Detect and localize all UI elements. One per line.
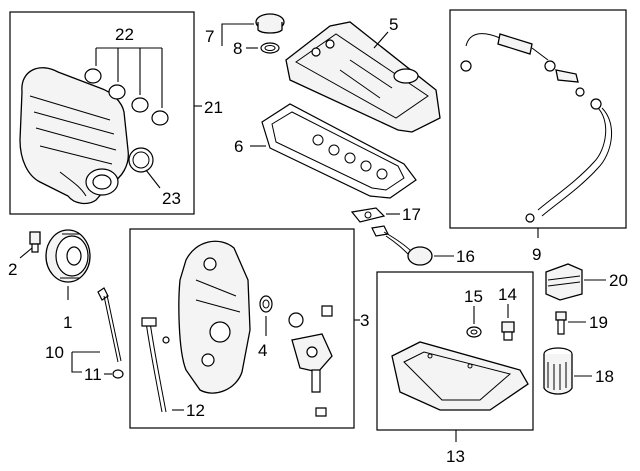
callout-14: 14	[498, 285, 517, 304]
callout-23-leader	[145, 169, 161, 189]
callout-2-leader	[19, 247, 33, 259]
oil-cooler[interactable]	[545, 263, 583, 301]
callout-6: 6	[234, 137, 243, 156]
intake-manifold[interactable]	[19, 67, 129, 205]
oil-pump[interactable]	[288, 305, 333, 417]
callout-11: 11	[84, 365, 102, 384]
callout-10: 10	[45, 343, 64, 362]
oil-dipstick[interactable]	[97, 287, 122, 363]
front-seal[interactable]	[259, 295, 273, 313]
dipstick-seal[interactable]	[112, 369, 124, 379]
callout-23: 23	[162, 189, 181, 208]
callout-3: 3	[360, 311, 369, 330]
pcv-hose-assembly[interactable]	[460, 33, 613, 223]
callout-7-leader	[221, 23, 254, 46]
callout-2: 2	[8, 260, 17, 279]
callout-21: 21	[204, 98, 223, 117]
pulley-bolt[interactable]	[29, 231, 41, 253]
oil-filler-cap[interactable]	[255, 13, 285, 34]
pcv-hose-group-box	[449, 9, 627, 229]
oil-pan-group-box	[376, 271, 534, 431]
callout-7: 7	[205, 27, 214, 46]
callout-13: 13	[446, 447, 465, 466]
dipstick-tube[interactable]	[141, 317, 170, 413]
cooler-bolt[interactable]	[555, 311, 567, 335]
callout-18: 18	[595, 367, 614, 386]
throttle-gasket[interactable]	[128, 147, 154, 173]
callout-8: 8	[233, 39, 242, 58]
timing-cover[interactable]	[178, 240, 251, 394]
cap-seal[interactable]	[260, 42, 280, 54]
callout-17: 17	[402, 205, 421, 224]
callout-5-leader	[373, 31, 389, 49]
oil-pan[interactable]	[391, 341, 529, 411]
intake-manifold-group-box	[9, 11, 195, 215]
valve-cover[interactable]	[285, 21, 441, 133]
manifold-gaskets[interactable]	[84, 68, 169, 126]
callout-15: 15	[464, 287, 483, 306]
callout-16: 16	[456, 247, 475, 266]
callout-22-leader	[95, 47, 163, 108]
timing-cover-group-box	[129, 228, 355, 429]
oil-pipe[interactable]	[371, 225, 433, 266]
callout-4: 4	[258, 341, 267, 360]
callout-22: 22	[115, 25, 134, 44]
drain-plug-gasket[interactable]	[466, 326, 482, 338]
crankshaft-pulley[interactable]	[45, 229, 91, 283]
callout-10-leader	[71, 351, 100, 373]
valve-cover-gasket[interactable]	[261, 103, 417, 199]
callout-1: 1	[63, 313, 72, 332]
drain-plug[interactable]	[501, 321, 515, 341]
callout-20: 20	[609, 271, 628, 290]
callout-5: 5	[389, 15, 398, 34]
pipe-gasket[interactable]	[350, 207, 386, 223]
oil-filter[interactable]	[543, 347, 573, 395]
callout-19: 19	[589, 313, 608, 332]
callout-12: 12	[186, 401, 205, 420]
callout-9: 9	[532, 245, 541, 264]
